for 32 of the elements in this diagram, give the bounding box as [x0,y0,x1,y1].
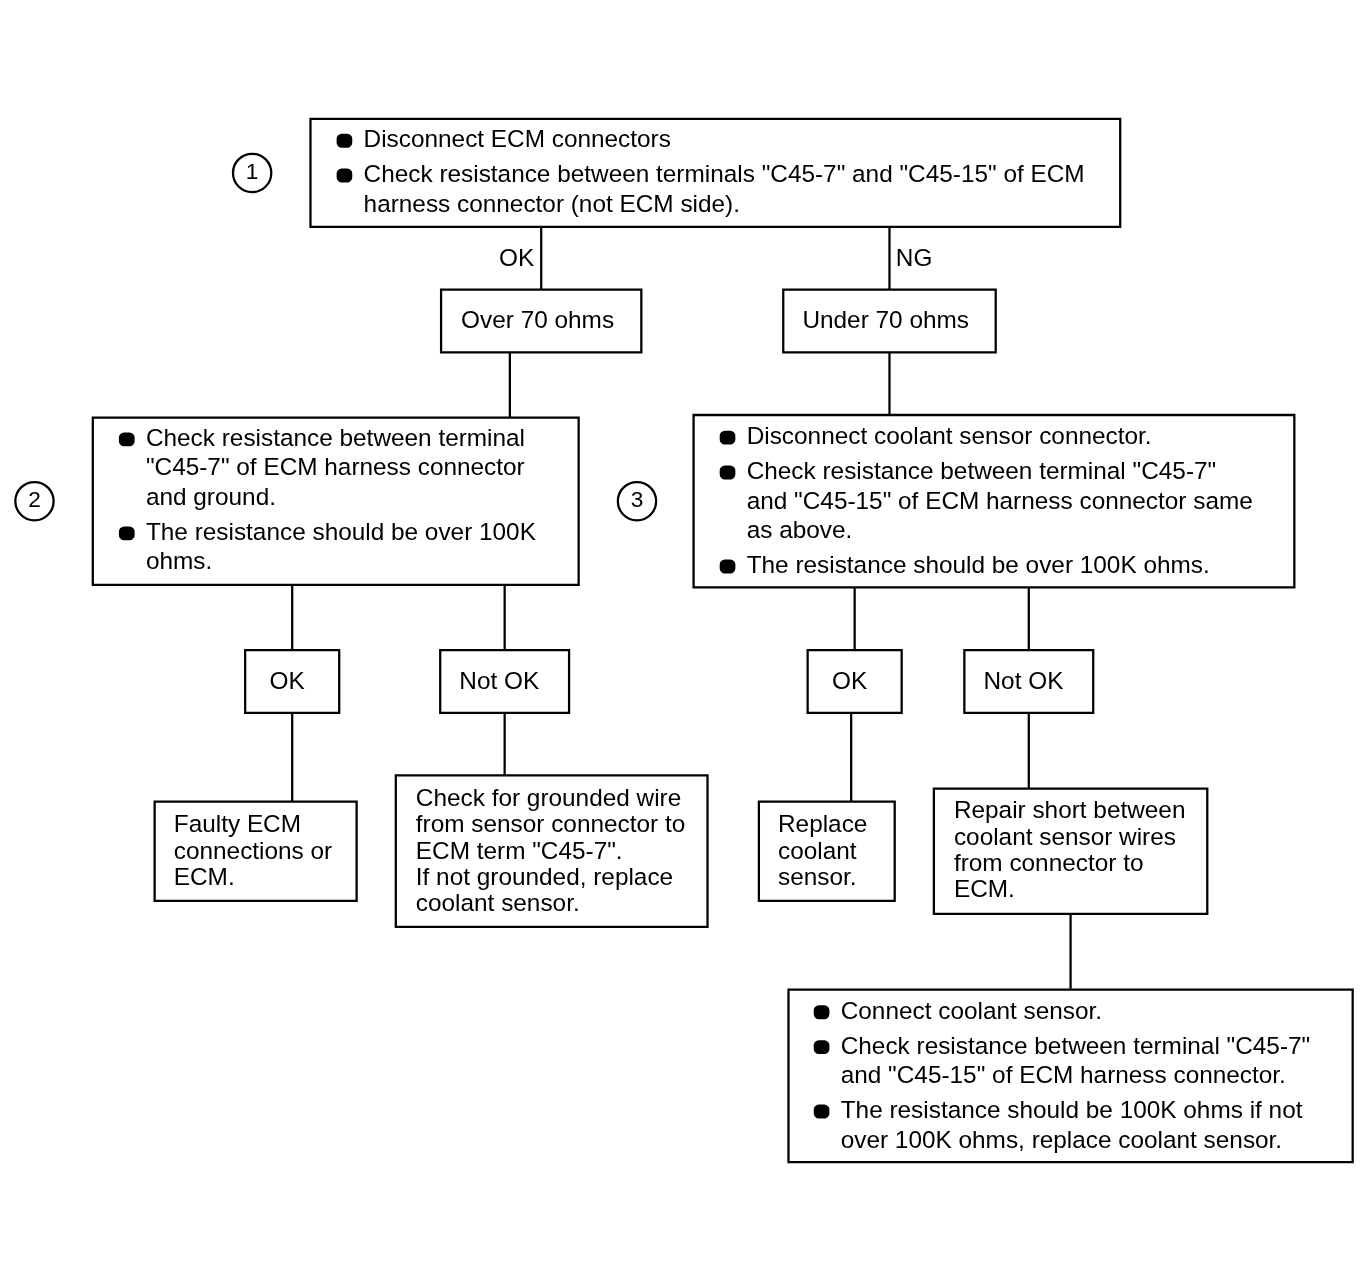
node-box: Connect coolant sensor. Check resistance between terminal "C45-7" and "C45-15" of ECM harness connector. The resistance should be 100K ohms if not over 100K ohms, replace coolant sensor. [787,988,1354,1164]
node-box: OK [244,648,341,714]
node-label: 3 [630,487,644,513]
node-box: Under 70 ohms [782,288,997,354]
connector [1027,587,1030,650]
connector [888,352,891,415]
connector [503,713,506,775]
node-box: Check resistance between terminal "C45-7" of ECM harness connector and ground. The resistance should be over 100K ohms. [91,416,580,586]
node-box: Disconnect ECM connectors Check resistance between terminals "C45-7" and "C45-15" of ECM harness connector (not ECM side). [309,117,1122,229]
node-box: Not OK [963,648,1095,714]
node-label: 2 [28,487,41,513]
connector [1027,713,1030,789]
connector [291,584,294,650]
connector [888,227,891,290]
connector [291,713,294,802]
node-box: OK [806,648,903,714]
connector [850,713,853,802]
node-box: Check for grounded wire from sensor connector to ECM term "C45-7". If not grounded, replace coolant sensor. [394,774,709,929]
node-label: 1 [245,158,259,184]
connector [853,587,856,650]
node-box: Disconnect coolant sensor connector. Check resistance between terminal "C45-7" and "C45-15" of ECM harness connector same as above. The resistance should be over 100K ohms. [692,413,1296,589]
connector [508,352,511,418]
edge-label: NG [895,244,933,272]
node-box: Over 70 ohms [439,288,643,354]
node-box: Replace coolant sensor. [757,800,896,902]
node-box: Repair short between coolant sensor wires from connector to ECM. [932,787,1209,915]
connector [540,227,543,290]
connector [1069,914,1072,989]
node-box: Not OK [439,648,571,714]
connector [503,584,506,650]
node-box: Faulty ECM connections or ECM. [153,800,358,902]
edge-label: OK [498,244,535,272]
